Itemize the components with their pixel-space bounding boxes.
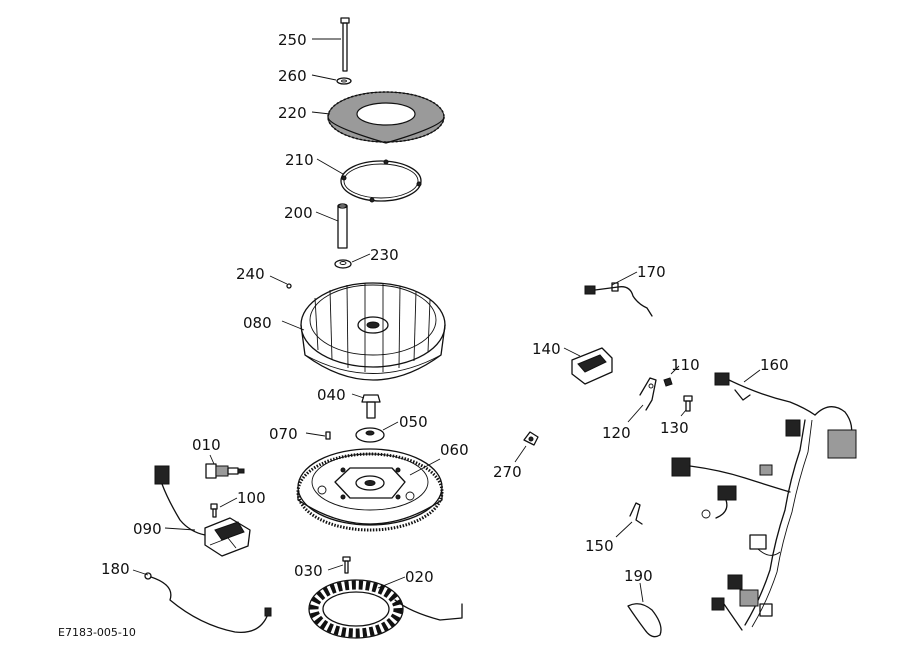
part-060-flywheel (296, 448, 444, 532)
callout-220: 220 (278, 104, 307, 122)
part-170-wire (584, 282, 653, 317)
part-270-clip (523, 431, 539, 446)
part-220-screen (327, 91, 445, 144)
part-120-bracket (639, 377, 657, 411)
part-010-spark-plug (205, 463, 245, 479)
part-250-bolt (340, 17, 350, 72)
callout-230: 230 (370, 246, 399, 264)
callout-250: 250 (278, 31, 307, 49)
part-020-stator (308, 579, 463, 639)
part-110-nut (663, 377, 673, 387)
callout-130: 130 (660, 419, 689, 437)
callout-260: 260 (278, 67, 307, 85)
figure-code: E7183-005-10 (58, 626, 136, 639)
callout-040: 040 (317, 386, 346, 404)
callout-210: 210 (285, 151, 314, 169)
callout-100: 100 (237, 489, 266, 507)
part-260-washer (336, 77, 352, 85)
callout-120: 120 (602, 424, 631, 442)
callout-060: 060 (440, 441, 469, 459)
callout-110: 110 (671, 356, 700, 374)
part-070-key (325, 431, 331, 440)
part-050-washer (355, 427, 385, 443)
part-030-screw (342, 556, 351, 574)
part-090-ignition-coil (154, 465, 251, 557)
part-140-regulator (571, 347, 613, 385)
part-230-nut (334, 259, 352, 269)
part-150-clip (629, 502, 643, 525)
callout-170: 170 (637, 263, 666, 281)
callout-150: 150 (585, 537, 614, 555)
callout-270: 270 (493, 463, 522, 481)
callout-180: 180 (101, 560, 130, 578)
part-100-screw (210, 503, 218, 518)
callout-070: 070 (269, 425, 298, 443)
part-080-fan (300, 282, 446, 381)
part-240-pin (286, 283, 292, 289)
part-160-harness (671, 372, 857, 631)
part-040-bolt (361, 394, 381, 419)
callout-030: 030 (294, 562, 323, 580)
callout-090: 090 (133, 520, 162, 538)
part-130-screw (683, 395, 693, 412)
callout-080: 080 (243, 314, 272, 332)
callout-050: 050 (399, 413, 428, 431)
part-190-tie (627, 603, 662, 638)
callout-200: 200 (284, 204, 313, 222)
callout-010: 010 (192, 436, 221, 454)
callout-160: 160 (760, 356, 789, 374)
part-210-ring (340, 159, 422, 203)
callout-190: 190 (624, 567, 653, 585)
callout-020: 020 (405, 568, 434, 586)
callout-240: 240 (236, 265, 265, 283)
part-180-wire (144, 572, 272, 634)
callout-140: 140 (532, 340, 561, 358)
callout-labels: 250 260 220 210 200 230 240 080 040 050 … (58, 31, 789, 639)
part-200-pin (337, 203, 348, 249)
